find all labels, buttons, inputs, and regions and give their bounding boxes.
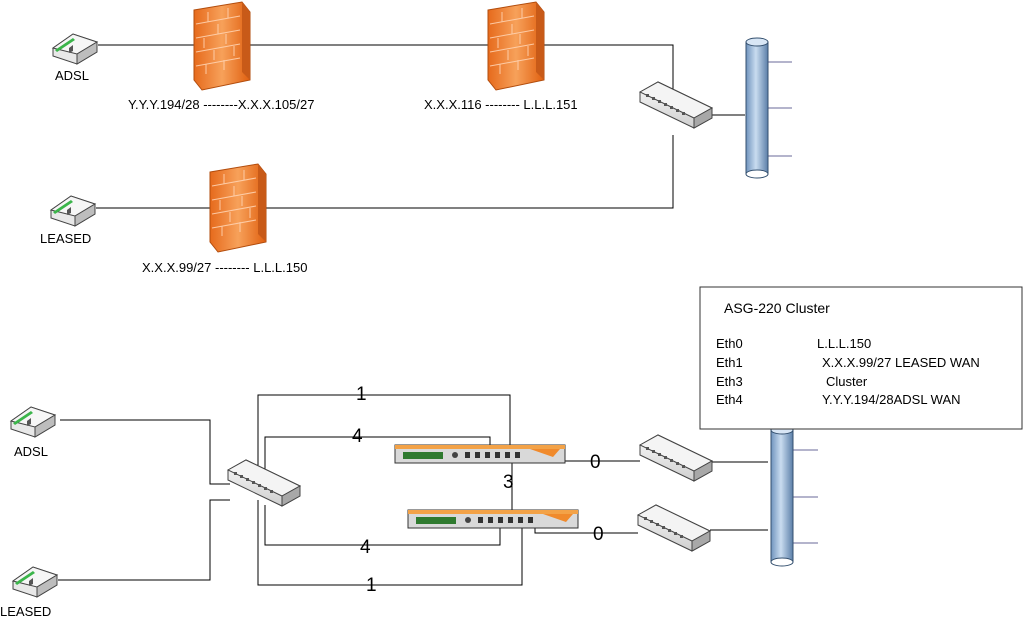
cluster-iface: Eth4 [716,392,743,407]
link-label: 0 [590,452,601,473]
modem-icon [12,566,58,598]
leased-label-bottom: LEASED [0,604,51,619]
appliance-icon [407,509,579,529]
firewall-icon [487,1,545,91]
bottom-network: ADSL LEASED 1 4 3 0 4 0 1 [0,384,818,619]
cluster-value: X.X.X.99/27 LEASED WAN [822,355,980,370]
top-network: ADSL LEASED Y.Y.Y.194/28 --------X.X.X.1… [40,1,792,275]
link-label: 1 [356,384,367,405]
cluster-value: Y.Y.Y.194/28ADSL WAN [822,392,961,407]
adsl-label-bottom: ADSL [14,444,48,459]
cluster-value: L.L.L.150 [817,336,871,351]
cluster-info-box: ASG-220 Cluster Eth0 L.L.L.150 Eth1 X.X.… [699,286,1023,430]
modem-icon [10,406,56,438]
link-label: 4 [360,537,371,558]
adsl-label-top: ADSL [55,68,89,83]
firewall1-caption: Y.Y.Y.194/28 --------X.X.X.105/27 [128,97,314,112]
backbone-lines-bottom [793,449,818,544]
backbone-lines-top [768,61,792,157]
link-label: 4 [352,426,363,447]
switch-icon [227,459,301,507]
firewall-icon [209,163,267,253]
switch-icon [639,434,713,482]
backbone-pipe-icon [745,37,769,179]
firewall-icon [193,1,251,91]
bottom-links [58,394,768,586]
cluster-iface: Eth0 [716,336,743,351]
cluster-value: Cluster [826,374,868,389]
appliance-icon [394,444,566,464]
leased-label-top: LEASED [40,231,91,246]
firewall3-caption: X.X.X.99/27 -------- L.L.L.150 [142,260,307,275]
cluster-iface: Eth1 [716,355,743,370]
link-label: 1 [366,575,377,596]
cluster-iface: Eth3 [716,374,743,389]
switch-icon [637,504,711,552]
modem-icon [50,195,96,227]
top-links [96,44,745,209]
link-label: 3 [503,472,514,493]
firewall2-caption: X.X.X.116 -------- L.L.L.151 [424,97,578,112]
link-label: 0 [593,524,604,545]
backbone-pipe-icon [770,425,794,567]
switch-icon [639,81,713,129]
modem-icon [52,33,98,65]
cluster-title: ASG-220 Cluster [724,300,830,316]
